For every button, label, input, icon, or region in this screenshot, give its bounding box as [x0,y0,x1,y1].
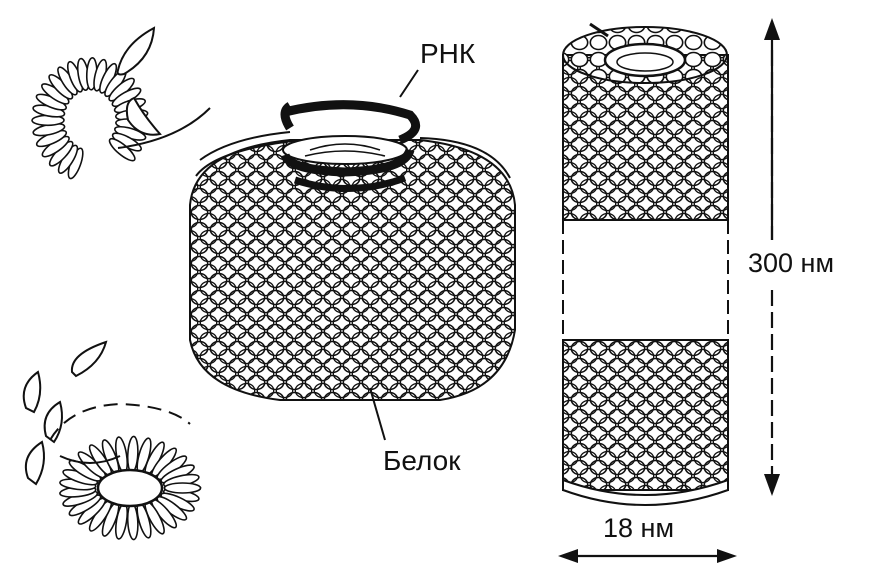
tmv-rod [563,24,728,505]
diameter-label: 18 нм [603,513,674,544]
diameter-arrow [558,549,737,563]
length-label: 300 нм [748,248,834,279]
rna-pointer-line [400,70,418,97]
disk-hole [98,470,162,506]
disk-ring-bottom-left [59,436,200,540]
protein-label: Белок [383,445,461,477]
rna-label: РНК [420,38,475,70]
protein-subunit [165,483,201,493]
